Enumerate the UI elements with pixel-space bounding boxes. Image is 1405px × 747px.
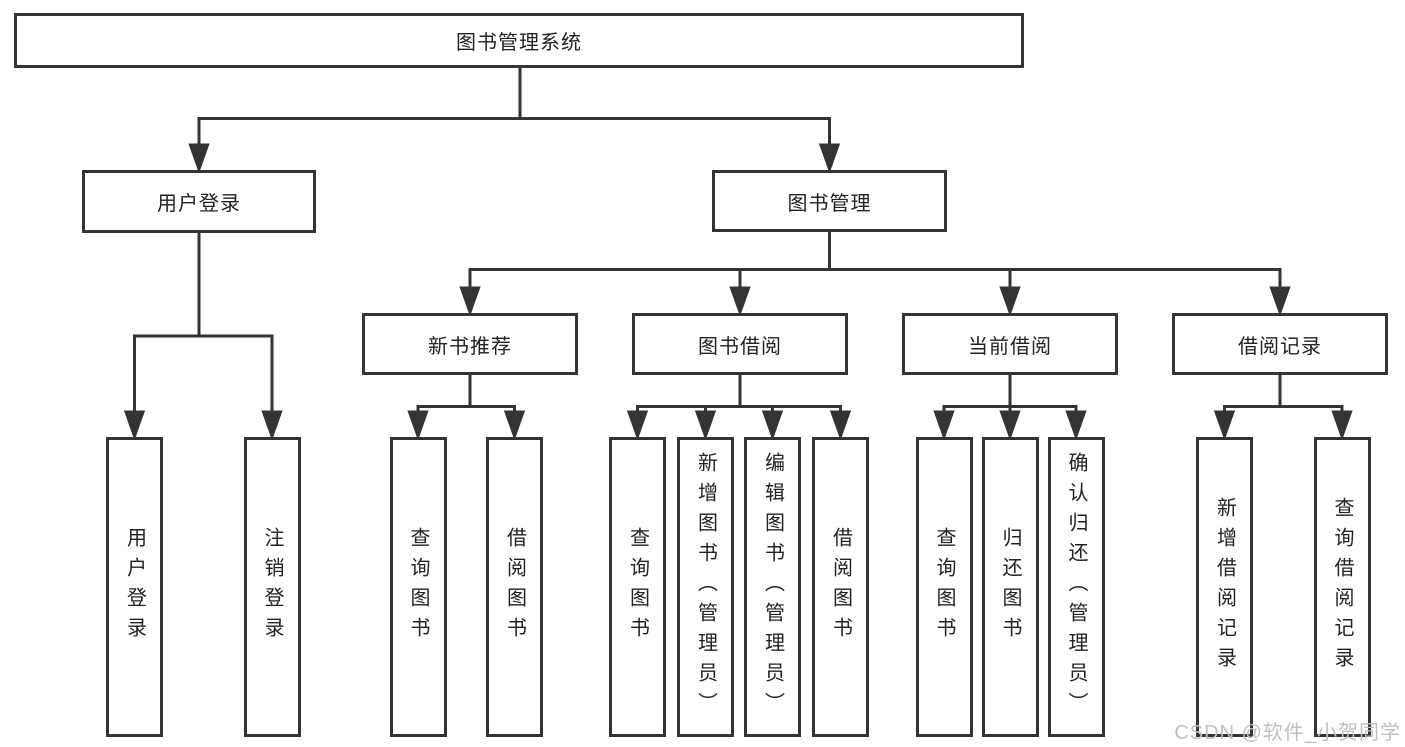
leaf-query-books-recommend: 查询图书 [389, 437, 447, 737]
node-current-borrow: 当前借阅 [902, 313, 1118, 375]
node-book-management: 图书管理 [712, 170, 947, 232]
connector-current-borrow-to-children [933, 375, 1087, 441]
leaf-query-borrow-record: 查询借阅记录 [1313, 437, 1371, 737]
connector-root-to-level2 [188, 68, 841, 174]
leaf-add-books-admin: 新增图书（管理员） [677, 437, 734, 737]
connector-book-management-to-level3 [459, 232, 1291, 317]
node-new-book-recommend: 新书推荐 [362, 313, 578, 375]
leaf-edit-books-admin: 编辑图书（管理员） [744, 437, 801, 737]
node-book-borrow: 图书借阅 [632, 313, 848, 375]
connector-new-book-to-children [407, 375, 526, 441]
connector-user-login-to-children [123, 233, 283, 441]
node-borrow-records: 借阅记录 [1172, 313, 1388, 375]
connector-borrow-records-to-children [1213, 375, 1353, 441]
node-user-login: 用户登录 [82, 170, 316, 233]
leaf-query-books-current: 查询图书 [915, 437, 973, 737]
leaf-logout: 注销登录 [243, 437, 301, 737]
leaf-user-login: 用户登录 [106, 437, 163, 737]
leaf-query-books-borrow: 查询图书 [609, 437, 666, 737]
leaf-borrow-books-recommend: 借阅图书 [486, 437, 543, 737]
connector-book-borrow-to-children [626, 375, 852, 441]
leaf-return-books: 归还图书 [981, 437, 1039, 737]
leaf-borrow-books: 借阅图书 [812, 437, 869, 737]
csdn-watermark: CSDN @软件_小贺同学 [1174, 722, 1401, 744]
node-library-system: 图书管理系统 [14, 13, 1024, 68]
leaf-confirm-return-admin: 确认归还（管理员） [1047, 437, 1105, 737]
leaf-add-borrow-record: 新增借阅记录 [1196, 437, 1253, 737]
